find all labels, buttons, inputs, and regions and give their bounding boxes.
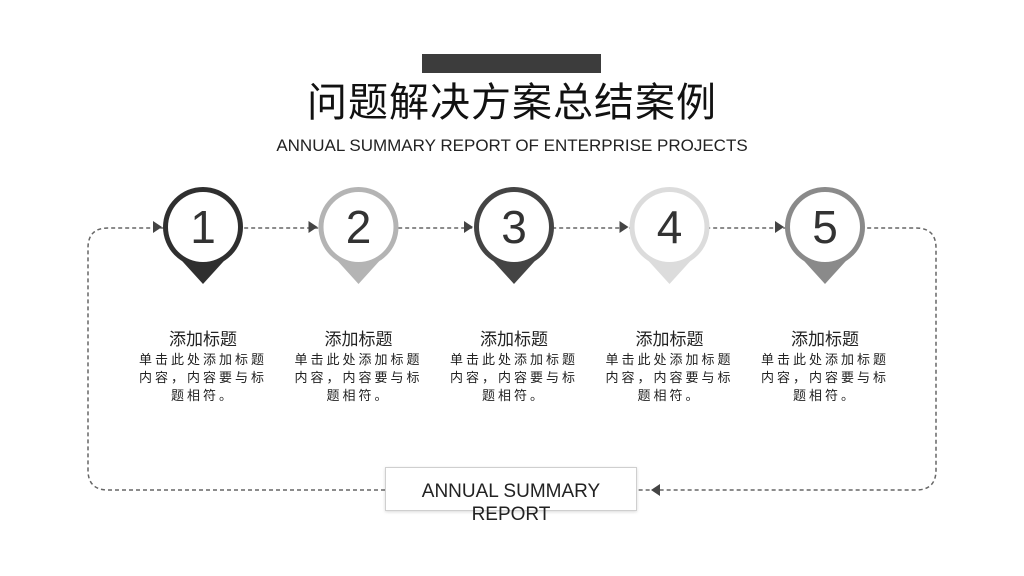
step-description: 单击此处添加标题内容，内容要与标题相符。 [760, 353, 889, 404]
step-title: 添加标题 [791, 330, 859, 350]
step-marker-4: 4 [629, 187, 710, 284]
step-number: 1 [190, 201, 216, 253]
step-title: 添加标题 [480, 330, 548, 350]
page-subtitle: ANNUAL SUMMARY REPORT OF ENTERPRISE PROJ… [276, 136, 748, 155]
step-number: 2 [346, 201, 372, 253]
step-text-block-5: 添加标题单击此处添加标题内容，内容要与标题相符。 [755, 329, 895, 406]
marker-face [479, 192, 549, 262]
step-text-block-1: 添加标题单击此处添加标题内容，内容要与标题相符。 [133, 329, 273, 406]
step-description: 单击此处添加标题内容，内容要与标题相符。 [605, 353, 734, 404]
connector-arrow [619, 221, 629, 233]
step-marker-3: 3 [474, 187, 554, 284]
step-text-block-3: 添加标题单击此处添加标题内容，内容要与标题相符。 [444, 329, 584, 406]
connector-arrow [775, 221, 784, 233]
step-marker-2: 2 [318, 187, 399, 284]
footer-label-box: ANNUAL SUMMARY REPORT [385, 467, 637, 525]
step-description: 单击此处添加标题内容，内容要与标题相符。 [138, 353, 267, 404]
title-accent-bar [422, 54, 601, 73]
step-description: 单击此处添加标题内容，内容要与标题相符。 [449, 353, 578, 404]
connector-arrow [651, 484, 660, 496]
marker-face [790, 192, 860, 262]
step-title: 添加标题 [324, 330, 393, 350]
step-number: 4 [657, 201, 683, 253]
marker-face [323, 192, 394, 262]
step-marker-5: 5 [785, 187, 865, 284]
marker-face [168, 192, 238, 262]
step-description: 单击此处添加标题内容，内容要与标题相符。 [294, 353, 423, 404]
step-number: 5 [812, 201, 838, 253]
connector-arrow [153, 221, 162, 233]
step-title: 添加标题 [635, 330, 704, 350]
marker-face [634, 192, 705, 262]
step-text-block-2: 添加标题单击此处添加标题内容，内容要与标题相符。 [289, 329, 429, 406]
step-title: 添加标题 [169, 330, 237, 350]
footer-label: ANNUAL SUMMARY REPORT [421, 481, 601, 525]
connector-arrow [308, 221, 318, 233]
step-text-block-4: 添加标题单击此处添加标题内容，内容要与标题相符。 [600, 329, 740, 406]
step-number: 3 [501, 201, 527, 253]
step-marker-1: 1 [163, 187, 243, 284]
page-title: 问题解决方案总结案例 [307, 80, 717, 126]
connector-arrow [464, 221, 473, 233]
